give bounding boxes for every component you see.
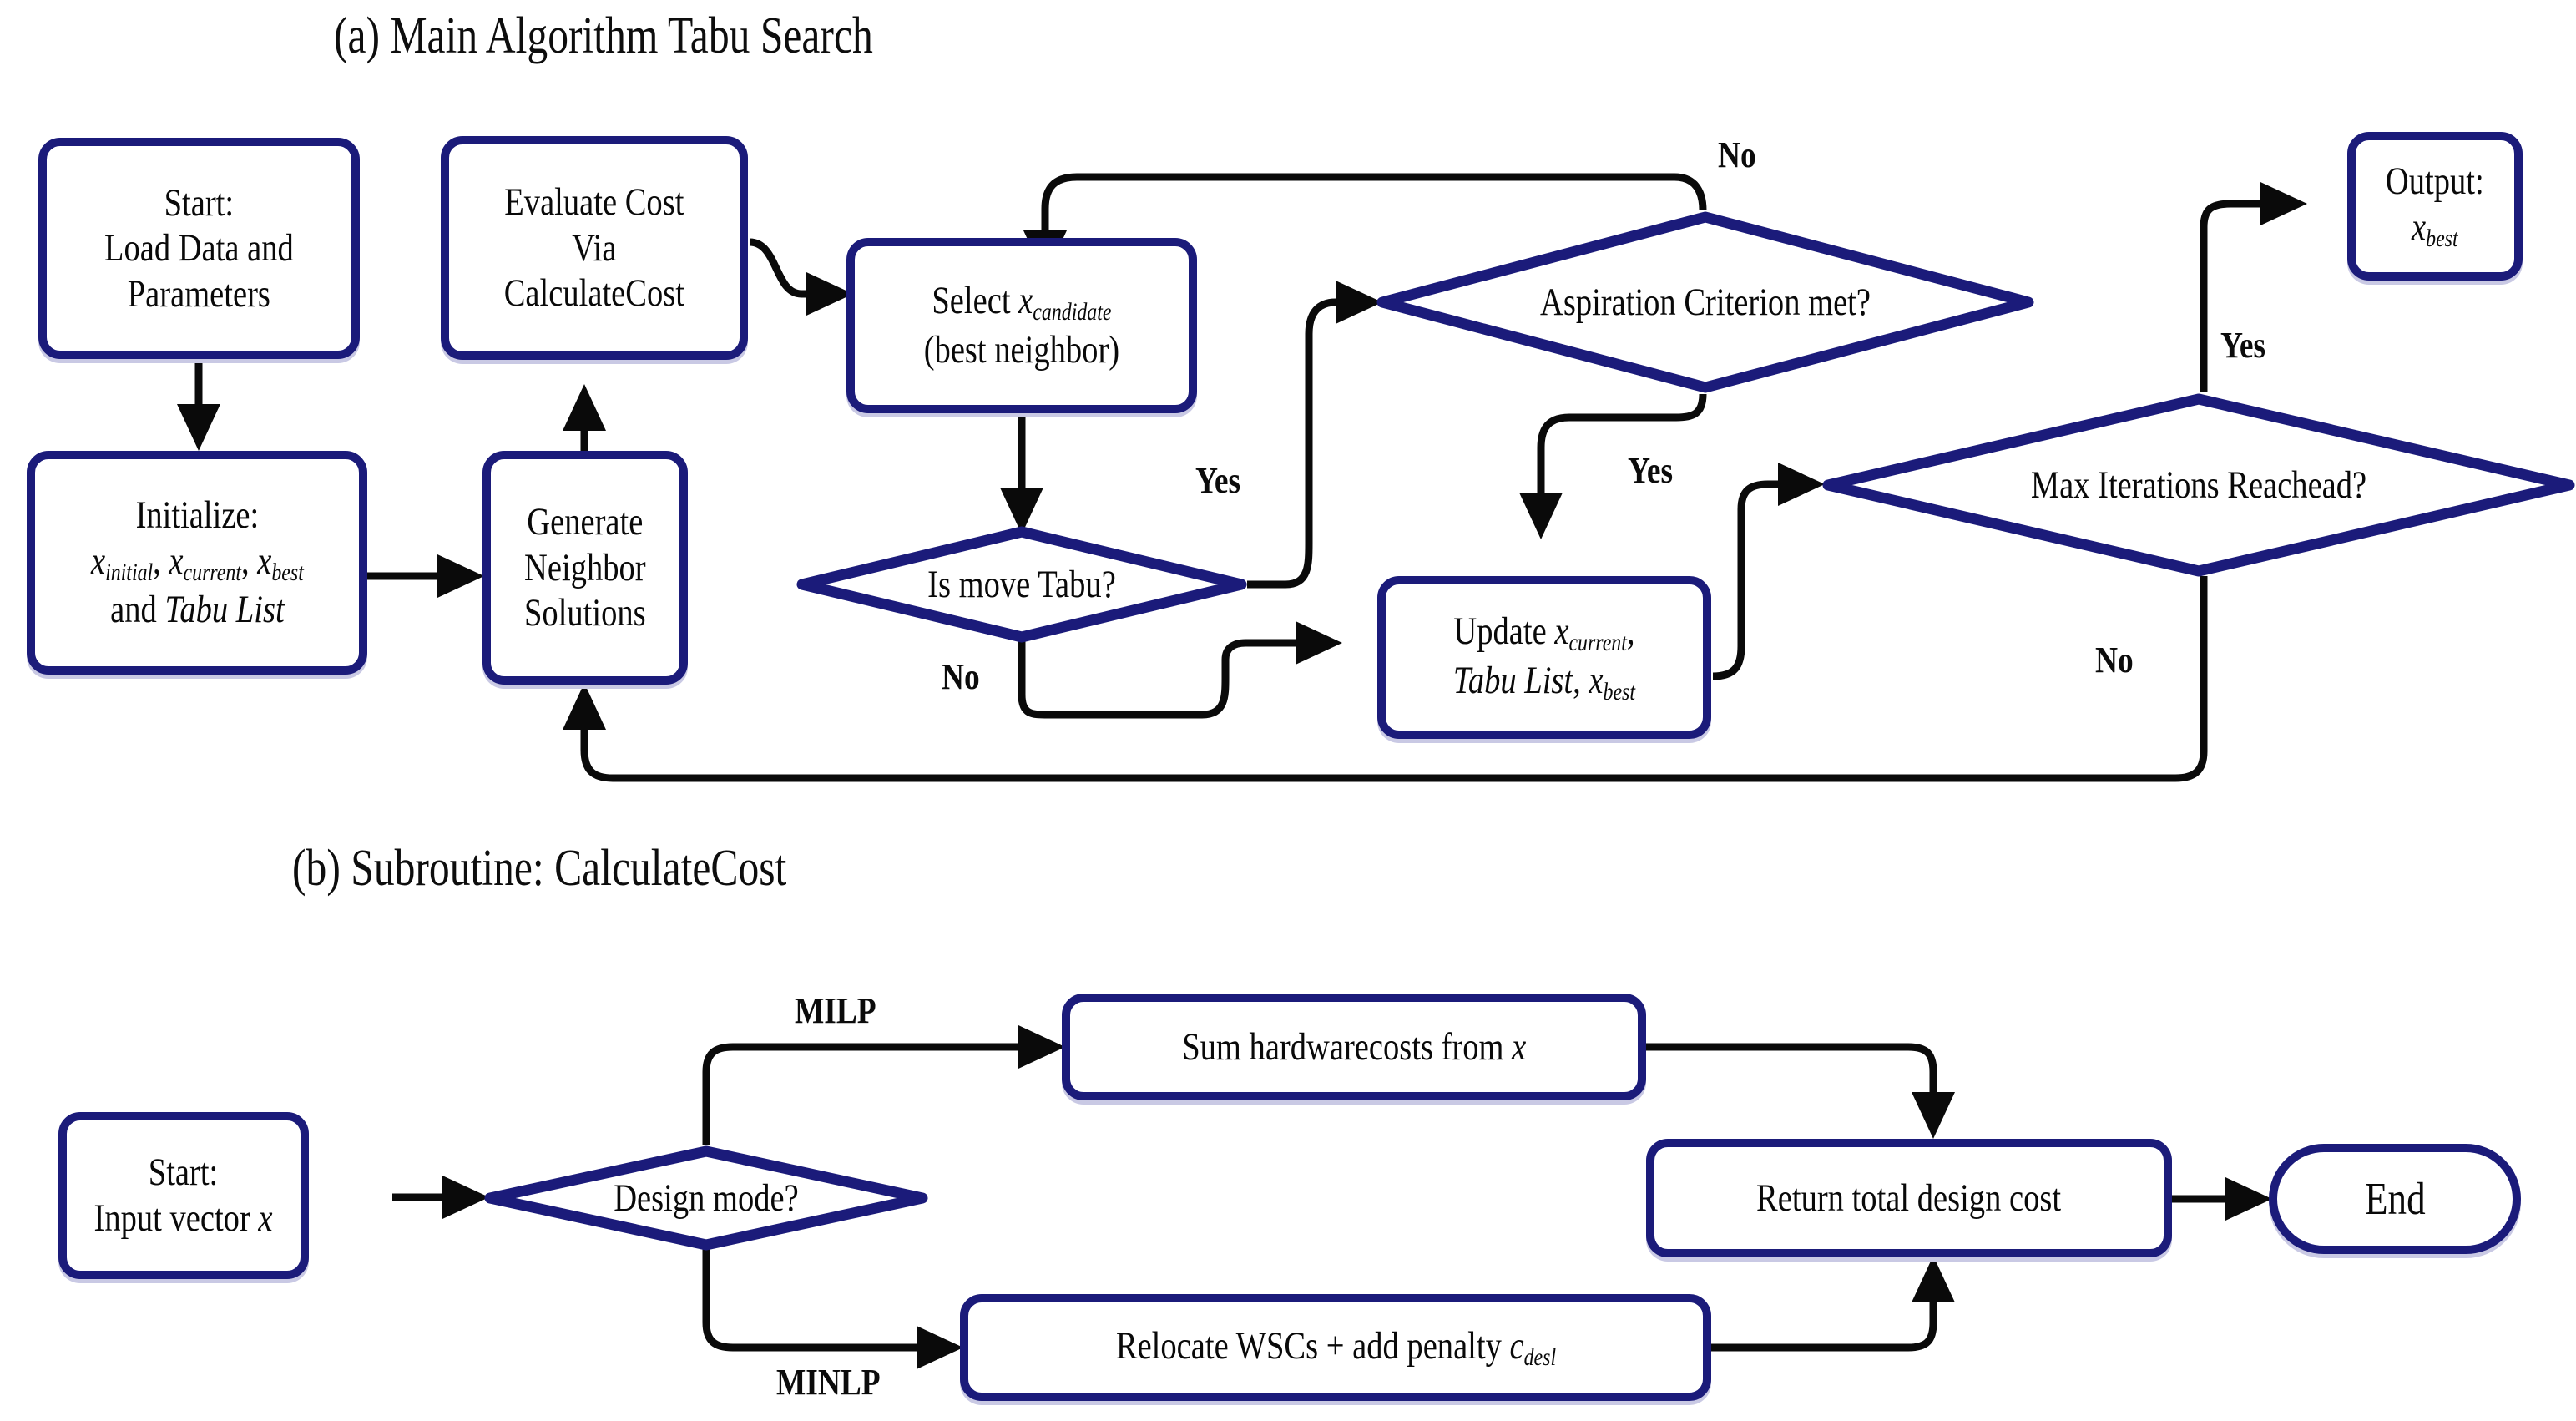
edge-label-maxiter-yes: Yes [2220,325,2266,366]
node-relocate-wscs[interactable]: Relocate WSCs + add penalty cdesl [960,1294,1711,1401]
edge-label-tabu-no: No [942,656,980,697]
node-evaluate-cost[interactable]: Evaluate Cost Via CalculateCost [441,136,748,360]
node-select-candidate-text: Select xcandidate(best neighbor) [923,279,1120,372]
node-start-load-data[interactable]: Start: Load Data and Parameters [38,138,360,359]
node-sum-hardware-costs[interactable]: Sum hardwarecosts from x [1062,994,1646,1100]
node-start-load-data-text: Start: Load Data and Parameters [104,180,294,316]
node-initialize-text: Initialize: xinitial, xcurrent, xbest an… [90,493,304,632]
node-generate-neighbor-solutions-text: Generate Neighbor Solutions [524,500,646,635]
node-b-start-input-vector[interactable]: Start:Input vector x [58,1112,309,1279]
node-is-move-tabu[interactable]: Is move Tabu? [796,526,1247,643]
node-initialize[interactable]: Initialize: xinitial, xcurrent, xbest an… [27,451,367,675]
node-update-current[interactable]: Update xcurrent,Tabu List, xbest [1377,576,1711,739]
node-aspiration-criterion[interactable]: Aspiration Criterion met? [1376,210,2035,394]
panel-b-title: (b) Subroutine: CalculateCost [292,840,787,897]
node-relocate-wscs-text: Relocate WSCs + add penalty cdesl [1115,1323,1556,1371]
edge-label-aspiration-yes: Yes [1628,450,1674,491]
edge-label-minlp: MINLP [776,1362,881,1403]
node-b-start-input-vector-text: Start:Input vector x [93,1150,274,1240]
panel-a-title: (a) Main Algorithm Tabu Search [334,8,873,64]
edge-label-maxiter-no: No [2095,640,2134,680]
node-generate-neighbor-solutions[interactable]: Generate Neighbor Solutions [482,451,688,685]
edge-label-tabu-yes: Yes [1195,460,1241,501]
node-return-total-design-cost[interactable]: Return total design cost [1646,1139,2172,1257]
edge-label-aspiration-no: No [1718,134,1756,175]
node-output-xbest[interactable]: Output:xbest [2347,132,2523,281]
node-end-text: End [2364,1173,2426,1225]
node-design-mode[interactable]: Design mode? [484,1145,928,1251]
node-output-xbest-text: Output:xbest [2386,159,2484,252]
node-select-candidate[interactable]: Select xcandidate(best neighbor) [846,238,1197,413]
node-max-iterations[interactable]: Max Iterations Reachead? [1821,392,2576,578]
node-end[interactable]: End [2269,1144,2521,1254]
node-update-current-text: Update xcurrent,Tabu List, xbest [1452,609,1636,705]
edge-label-milp: MILP [795,990,876,1031]
node-return-total-design-cost-text: Return total design cost [1756,1176,2062,1220]
node-sum-hardware-costs-text: Sum hardwarecosts from x [1181,1024,1527,1069]
node-evaluate-cost-text: Evaluate Cost Via CalculateCost [503,180,685,316]
